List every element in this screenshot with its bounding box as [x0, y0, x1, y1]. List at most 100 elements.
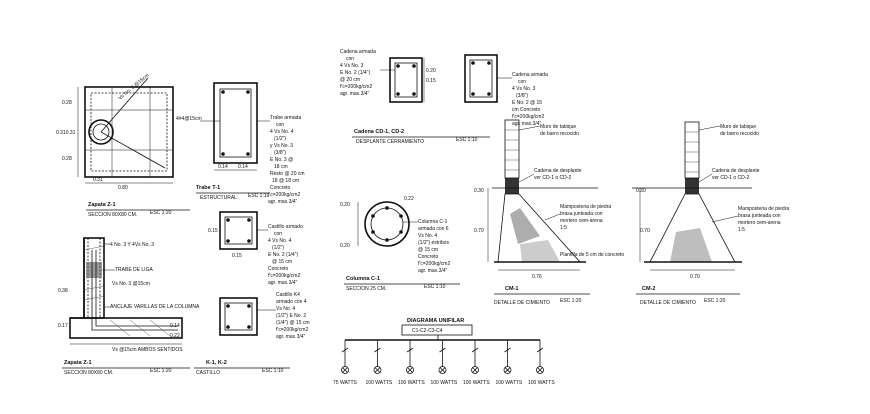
- columna-dim-1: 0.20: [340, 202, 350, 208]
- svg-text:Trabe armada: Trabe armada: [270, 115, 301, 121]
- lamp-icon: [373, 366, 382, 374]
- castillo-note: Castillo armado con 4 Vs No. 4 (1/2") E …: [268, 224, 303, 286]
- cm1-dim-3: 0.76: [532, 274, 542, 280]
- svg-text:agr. max.3/4": agr. max.3/4": [418, 268, 448, 274]
- svg-text:agr. max.3/4": agr. max.3/4": [268, 199, 298, 205]
- svg-text:ver CD-1 o CD-2: ver CD-1 o CD-2: [534, 175, 571, 181]
- diagrama-loads: 75 WATTS 100 WATTS 100 WATTS 100 WATTS 100 W…: [333, 340, 555, 386]
- cm1-mamp-note: Mamposteria de piedra brasa junteada con…: [560, 204, 611, 231]
- diagrama-circuits-label: C1-C2-C3-C4: [412, 328, 443, 334]
- svg-text:mortero cem-arena: mortero cem-arena: [738, 220, 781, 226]
- svg-text:@ 15 cm: @ 15 cm: [272, 259, 292, 265]
- lamp-icon: [536, 366, 544, 374]
- svg-text:agr. max.3/4": agr. max.3/4": [512, 121, 542, 127]
- cadena-scale: ESC 1:10: [456, 137, 478, 143]
- cm2-muro-note: Muro de tabique de barro recocido: [720, 124, 759, 137]
- svg-text:4 Vs No. 3: 4 Vs No. 3: [512, 86, 536, 92]
- svg-text:18 cm: 18 cm: [274, 164, 288, 170]
- svg-text:Columna C-1: Columna C-1: [418, 219, 448, 225]
- svg-text:Muro de tabique: Muro de tabique: [720, 124, 756, 130]
- svg-text:f'c=200kg/cm2: f'c=200kg/cm2: [512, 114, 544, 120]
- cm1-scale: ESC 1:20: [560, 298, 582, 304]
- zapata-dim-left-3: 0.28: [62, 156, 72, 162]
- zapata-section-dim-left-2: 0.17: [58, 323, 68, 329]
- svg-text:(1/2") estribos: (1/2") estribos: [418, 240, 449, 246]
- svg-text:cm Concreto: cm Concreto: [512, 107, 541, 113]
- svg-text:(1/4") @ 15 cm: (1/4") @ 15 cm: [276, 320, 310, 326]
- svg-text:con: con: [274, 231, 282, 237]
- svg-text:Cadena armada: Cadena armada: [512, 72, 548, 78]
- svg-text:ver CD-1 o CD-2: ver CD-1 o CD-2: [712, 175, 749, 181]
- svg-text:E No. 2 (1/4"): E No. 2 (1/4"): [268, 252, 298, 258]
- cm2-title: DETALLE DE CIMIENTO: [640, 300, 696, 306]
- zapata-section-dim-right-1: 0.14: [170, 323, 180, 329]
- svg-text:con: con: [518, 79, 526, 85]
- load-label: 100 WATTS: [431, 380, 458, 386]
- cm1-dim-1: 0.30: [474, 188, 484, 194]
- svg-text:con: con: [346, 56, 354, 62]
- columna-title: Columna C-1: [346, 276, 380, 282]
- cadena-section: Cadena armada con 4 Vs No. 3 E No. 2 (1/…: [340, 49, 548, 145]
- diagrama-title: DIAGRAMA UNIFILAR: [407, 318, 464, 324]
- zapata-section-bars: Vs No. 3 @15cm: [112, 281, 150, 287]
- trabe-right-note: Trabe armada con 4 Vs No. 4 (1/2") y Vs …: [268, 115, 305, 205]
- svg-text:Concreto: Concreto: [268, 266, 289, 272]
- cm2-scale: ESC 1:20: [704, 298, 726, 304]
- cm1-cadena: [505, 178, 519, 194]
- load-5: 100 WATTS: [463, 340, 490, 386]
- svg-text:de barro recocido: de barro recocido: [720, 131, 759, 137]
- zapata-plan-title: Zapata Z-1: [88, 202, 116, 208]
- zapata-section-subtitle: SECCION 80X80 CM.: [64, 370, 113, 376]
- zapata-section-title: Zapata Z-1: [64, 360, 92, 366]
- trabe-scale: ESC 1:10: [248, 193, 270, 199]
- columna-note: Columna C-1 armada con 6 Vs No. 4 (1/2")…: [418, 219, 450, 274]
- svg-text:f'c=200kg/cm2: f'c=200kg/cm2: [268, 192, 300, 198]
- svg-text:brasa junteada con: brasa junteada con: [560, 211, 603, 217]
- svg-text:armada con 6: armada con 6: [418, 226, 449, 232]
- castillo-k-subtitle: CASTILLO: [196, 370, 220, 376]
- zapata-section-scale: ESC 1:20: [150, 368, 172, 374]
- lamp-icon: [438, 366, 447, 374]
- svg-text:armado con 4: armado con 4: [276, 299, 307, 305]
- svg-text:mortero cem-arena: mortero cem-arena: [560, 218, 603, 224]
- svg-text:1:5: 1:5: [738, 227, 745, 233]
- zapata-section-anclaje: ANCLAJE VARILLAS DE LA COLUMNA: [110, 304, 200, 310]
- cm2-wall: [684, 121, 700, 179]
- load-label: 75 WATTS: [333, 380, 358, 386]
- cadena-title: Cadena CD-1, CD-2: [354, 129, 404, 135]
- svg-text:(1/2"): (1/2"): [272, 245, 284, 251]
- svg-text:E No. 3 @: E No. 3 @: [270, 157, 293, 163]
- svg-text:Cadena de desplante: Cadena de desplante: [534, 168, 582, 174]
- cm2-cadena-note: Cadena de desplante ver CD-1 o CD-2: [712, 168, 760, 181]
- load-label: 100 WATTS: [398, 380, 425, 386]
- svg-text:Concreto: Concreto: [270, 185, 291, 191]
- svg-text:f'c=200kg/cm2: f'c=200kg/cm2: [340, 84, 372, 90]
- svg-text:f'c=200kg/cm2: f'c=200kg/cm2: [418, 261, 450, 267]
- cm2-cadena: [685, 178, 699, 194]
- zapata-section-trabe: TRABE DE LIGA: [115, 267, 153, 273]
- load-label: 100 WATTS: [366, 380, 393, 386]
- cm1-title: DETALLE DE CIMIENTO: [494, 300, 550, 306]
- diagrama-circuits-box: [401, 324, 473, 336]
- trabe-liga-block: [86, 262, 102, 278]
- svg-text:(1/2"): (1/2"): [274, 136, 286, 142]
- zapata-dim-left-1: 0.28: [62, 100, 72, 106]
- svg-text:y Vs No. 3: y Vs No. 3: [270, 143, 293, 149]
- zapata-section-dim-right-2: 0.22: [170, 333, 180, 339]
- svg-text:f'c=200kg/cm2: f'c=200kg/cm2: [276, 327, 308, 333]
- trabe-outline: [213, 82, 258, 164]
- cm1-plantilla: Plantilla de 5 cm de concreto: [560, 252, 624, 258]
- cadena-cd2-outline: [464, 54, 498, 103]
- svg-text:Mamposteria de piedra: Mamposteria de piedra: [738, 206, 789, 212]
- zapata-section-note-top: 4 No. 3 Y 4Vs No. 3: [110, 242, 154, 248]
- trabe-title: Trabe T-1: [196, 185, 220, 191]
- cimiento-cm2: 0.30 0.70 0.70 Muro de tabique de barro …: [632, 121, 789, 306]
- trabe-dim-1: 0.14: [218, 164, 228, 170]
- zapata-section: 4 No. 3 Y 4Vs No. 3 TRABE DE LIGA Vs No.…: [58, 237, 200, 376]
- columna-dim-2: 0.20: [340, 243, 350, 249]
- cadena-right-note: Cadena armada con 4 Vs No. 3 (3/8") E No…: [512, 72, 548, 127]
- lamp-icon: [341, 366, 349, 374]
- svg-text:Cadena de desplante: Cadena de desplante: [712, 168, 760, 174]
- svg-text:Castillo armado: Castillo armado: [268, 224, 303, 230]
